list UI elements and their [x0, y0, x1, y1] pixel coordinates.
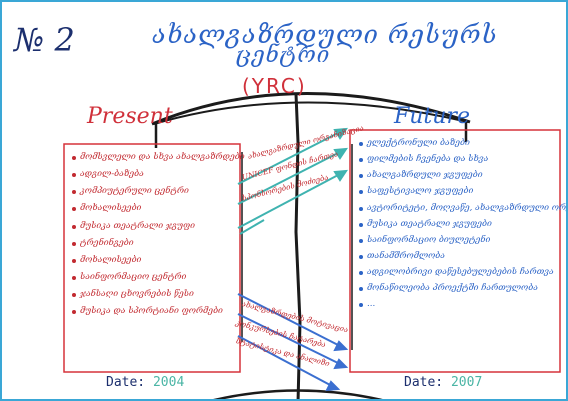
- present-item: საინფორმაციო ცენტრი: [72, 272, 237, 282]
- roof-arch: [151, 92, 471, 126]
- bottom-arc: [213, 389, 383, 399]
- present-date: Date: 2004: [106, 375, 184, 390]
- present-box: [63, 143, 241, 373]
- present-item: კომპიუტერული ცენტრი: [72, 186, 237, 196]
- poster-title-line-2: ცენტრი: [236, 43, 331, 68]
- present-date-label: Date:: [106, 375, 146, 390]
- central-pole: [294, 93, 302, 399]
- future-item: ...: [359, 299, 559, 309]
- present-item: მომსვლელი და სხვა ახალგაზრდები: [72, 152, 245, 162]
- poster-number: № 2: [14, 21, 75, 59]
- arrows-bottom: [237, 293, 349, 392]
- present-item: მოხალისეები: [72, 203, 237, 213]
- present-item: მოხალისეები: [72, 255, 237, 265]
- future-item: ახალგაზრდული ჯგუფები: [359, 170, 559, 180]
- future-heading: Future: [394, 104, 470, 129]
- present-heading: Present: [87, 104, 173, 129]
- poster-title-line-1: ახალგაზრდული რესურს: [152, 20, 498, 49]
- future-box: [349, 129, 561, 373]
- future-list: ელექტრონული ბაზები ფილმების ჩვენება და ს…: [359, 138, 566, 316]
- arrows-top: [237, 127, 348, 235]
- poster-acronym: (YRC): [242, 74, 307, 98]
- future-item: საინფორმაციო ბიულეტენი: [359, 235, 559, 245]
- present-item: მუსიკა თეატრალი ჯგუფი: [72, 221, 237, 231]
- future-date-year: 2007: [450, 375, 483, 390]
- present-item: ჯანსაღი ცხოვრების წესი: [72, 289, 237, 299]
- future-date: Date: 2007: [404, 375, 482, 390]
- present-item: ადგილ-ბაზება: [72, 169, 237, 179]
- future-date-label: Date:: [404, 375, 444, 390]
- future-item: ადგილობრივი დაწესებულებების ჩართვა: [359, 267, 559, 277]
- present-date-year: 2004: [152, 375, 185, 390]
- future-item: ავტორიტეტი, მოღვაწე, ახალგაზრდული ორგანი…: [359, 203, 566, 213]
- future-item: ელექტრონული ბაზები: [359, 138, 559, 148]
- future-item: მონაწილეობა პროექტში ჩართულობა: [359, 283, 559, 293]
- present-list: მომსვლელი და სხვა ახალგაზრდები ადგილ-ბაზ…: [72, 152, 245, 323]
- present-item: მუსიკა და სპორტიანი ფორმები: [72, 306, 237, 316]
- future-item: საფესტივალო ჯგუფები: [359, 186, 559, 196]
- future-item: თანამშრომლობა: [359, 251, 559, 261]
- future-item: ფილმების ჩვენება და სხვა: [359, 154, 559, 164]
- roof-arch-inner: [153, 101, 469, 125]
- future-item: მუსიკა თეატრალი ჯგუფები: [359, 219, 559, 229]
- present-item: ტრენინგები: [72, 238, 237, 248]
